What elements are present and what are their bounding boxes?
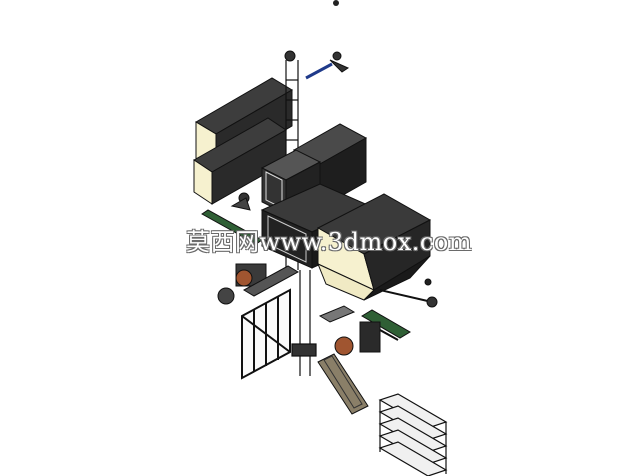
lower-left-housing [193, 117, 287, 205]
chute [317, 353, 369, 415]
hopper [316, 193, 432, 301]
top-fastener [333, 0, 339, 6]
left-rail [201, 192, 263, 245]
pallet [378, 393, 448, 476]
watermark-text: 莫西网www.3dmox.com [186, 228, 473, 256]
central-column [291, 270, 317, 376]
top-fixtures [284, 50, 350, 80]
center-mechanism [318, 305, 399, 356]
cage-frame [241, 288, 291, 380]
right-arm [361, 278, 438, 339]
left-drive [217, 263, 300, 305]
